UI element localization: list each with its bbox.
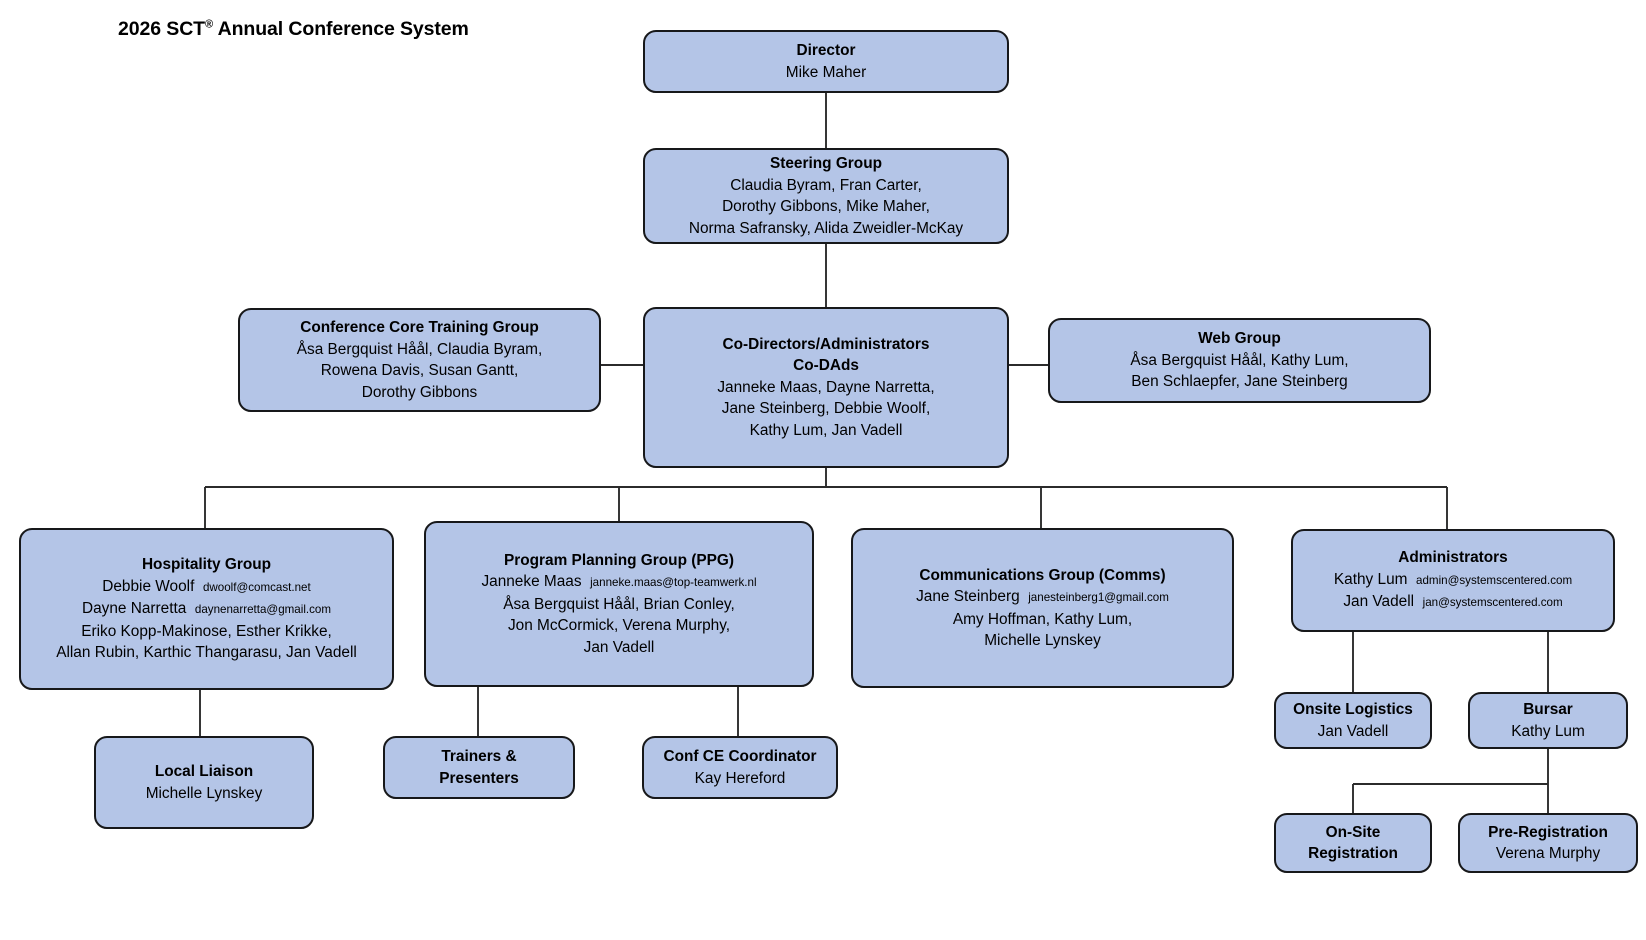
node-steering-group-line-1: Dorothy Gibbons, Mike Maher,: [722, 198, 930, 215]
hospitality-email-1: daynenarretta@gmail.com: [194, 603, 332, 617]
node-co-dads-header: Co-Directors/Administrators: [722, 335, 930, 353]
administrators-email-0: admin@systemscentered.com: [1416, 573, 1573, 587]
node-comms-line-1: Amy Hoffman, Kathy Lum,: [952, 610, 1133, 628]
registered-trademark-icon: ®: [205, 18, 214, 31]
node-administrators-header: Administrators: [1398, 549, 1508, 567]
node-trainers-header-2: Presenters: [439, 769, 519, 787]
node-co-dads-line-1: Jane Steinberg, Debbie Woolf,: [721, 400, 931, 418]
hospitality-person-0: Debbie Woolf: [102, 577, 195, 595]
hospitality-email-0: dwoolf@comcast.net: [202, 580, 311, 594]
administrators-person-1: Jan Vadell: [1343, 593, 1415, 611]
node-co-dads-line-2: Kathy Lum, Jan Vadell: [749, 421, 903, 439]
node-onsite-logistics-line-0: Jan Vadell: [1317, 722, 1389, 740]
comms-person-0: Jane Steinberg: [916, 588, 1020, 605]
page-title: 2026 SCT® Annual Conference System: [118, 18, 469, 41]
page-title-main: 2026 SCT: [118, 18, 205, 40]
node-onsite-reg-header-2: Registration: [1308, 845, 1398, 862]
node-director-header: Director: [796, 42, 856, 59]
node-onsite-reg-header: On-Site: [1325, 823, 1381, 841]
node-co-dads[interactable]: Co-Directors/Administrators Co-DAds Jann…: [643, 307, 1009, 468]
node-ppg-header: Program Planning Group (PPG): [503, 551, 735, 569]
node-core-training-line-0: Åsa Bergquist Håål, Claudia Byram,: [296, 340, 543, 358]
administrators-person-0: Kathy Lum: [1333, 570, 1408, 588]
node-steering-group-line-2: Norma Safransky, Alida Zweidler-McKay: [688, 219, 964, 237]
node-ppg-line-3: Jan Vadell: [583, 638, 655, 656]
node-co-dads-header-2: Co-DAds: [793, 357, 859, 375]
node-ppg-line-0: Janneke Maas janneke.maas@top-teamwerk.n…: [481, 571, 756, 594]
node-conf-ce-header: Conf CE Coordinator: [663, 748, 817, 765]
node-ppg-line-1: Åsa Bergquist Håål, Brian Conley,: [503, 595, 735, 613]
node-local-liaison-line-0: Michelle Lynskey: [145, 784, 263, 802]
node-on-site-registration[interactable]: On-Site Registration: [1274, 813, 1432, 873]
node-conference-core-training-group[interactable]: Conference Core Training Group Åsa Bergq…: [238, 308, 601, 412]
node-onsite-logistics[interactable]: Onsite Logistics Jan Vadell: [1274, 692, 1432, 749]
administrators-email-1: jan@systemscentered.com: [1422, 596, 1563, 610]
node-director[interactable]: Director Mike Maher: [643, 30, 1009, 93]
node-administrators-line-0: Kathy Lum admin@systemscentered.com: [1334, 569, 1572, 592]
node-web-group-line-0: Åsa Bergquist Håål, Kathy Lum,: [1130, 351, 1349, 369]
node-web-group-line-1: Ben Schlaepfer, Jane Steinberg: [1131, 373, 1348, 391]
node-hospitality-line-1: Dayne Narretta daynenarretta@gmail.com: [82, 598, 331, 621]
node-program-planning-group[interactable]: Program Planning Group (PPG) Janneke Maa…: [424, 521, 814, 687]
node-local-liaison-header: Local Liaison: [154, 763, 254, 780]
hospitality-person-1: Dayne Narretta: [81, 600, 187, 618]
node-pre-registration[interactable]: Pre-Registration Verena Murphy: [1458, 813, 1638, 873]
node-comms-line-0: Jane Steinberg janesteinberg1@gmail.com: [916, 586, 1169, 609]
node-hospitality-header: Hospitality Group: [141, 556, 272, 574]
node-web-group-header: Web Group: [1198, 330, 1281, 348]
node-comms-line-2: Michelle Lynskey: [984, 632, 1101, 649]
comms-email-0: janesteinberg1@gmail.com: [1028, 591, 1169, 604]
node-bursar[interactable]: Bursar Kathy Lum: [1468, 692, 1628, 749]
ppg-email-0: janneke.maas@top-teamwerk.nl: [590, 576, 757, 590]
node-core-training-header: Conference Core Training Group: [300, 319, 539, 336]
node-conf-ce-line-0: Kay Hereford: [694, 769, 786, 787]
node-co-dads-line-0: Janneke Maas, Dayne Narretta,: [717, 378, 935, 396]
node-core-training-line-2: Dorothy Gibbons: [361, 383, 478, 401]
node-hospitality-line-3: Allan Rubin, Karthic Thangarasu, Jan Vad…: [56, 644, 357, 662]
node-prereg-header: Pre-Registration: [1488, 823, 1608, 841]
node-administrators[interactable]: Administrators Kathy Lum admin@systemsce…: [1291, 529, 1615, 632]
node-core-training-line-1: Rowena Davis, Susan Gantt,: [320, 362, 519, 379]
ppg-person-0: Janneke Maas: [481, 573, 582, 591]
node-steering-group-line-0: Claudia Byram, Fran Carter,: [730, 176, 922, 194]
node-trainers-header: Trainers &: [441, 748, 517, 765]
node-administrators-line-1: Jan Vadell jan@systemscentered.com: [1343, 591, 1562, 614]
node-bursar-line-0: Kathy Lum: [1511, 722, 1585, 740]
node-ppg-line-2: Jon McCormick, Verena Murphy,: [507, 617, 731, 635]
node-steering-group-header: Steering Group: [769, 155, 883, 172]
node-hospitality-group[interactable]: Hospitality Group Debbie Woolf dwoolf@co…: [19, 528, 394, 690]
page-title-rest: Annual Conference System: [213, 18, 469, 40]
node-web-group[interactable]: Web Group Åsa Bergquist Håål, Kathy Lum,…: [1048, 318, 1431, 403]
node-trainers-presenters[interactable]: Trainers & Presenters: [383, 736, 575, 799]
node-hospitality-line-0: Debbie Woolf dwoolf@comcast.net: [102, 576, 310, 599]
node-communications-group[interactable]: Communications Group (Comms) Jane Steinb…: [851, 528, 1234, 688]
node-onsite-logistics-header: Onsite Logistics: [1293, 701, 1413, 718]
node-local-liaison[interactable]: Local Liaison Michelle Lynskey: [94, 736, 314, 829]
node-prereg-line-0: Verena Murphy: [1495, 845, 1601, 862]
node-bursar-header: Bursar: [1523, 701, 1573, 718]
node-comms-header: Communications Group (Comms): [919, 566, 1166, 584]
node-director-line-0: Mike Maher: [785, 63, 867, 81]
node-conf-ce-coordinator[interactable]: Conf CE Coordinator Kay Hereford: [642, 736, 838, 799]
node-steering-group[interactable]: Steering Group Claudia Byram, Fran Carte…: [643, 148, 1009, 244]
node-hospitality-line-2: Eriko Kopp-Makinose, Esther Krikke,: [81, 622, 332, 640]
